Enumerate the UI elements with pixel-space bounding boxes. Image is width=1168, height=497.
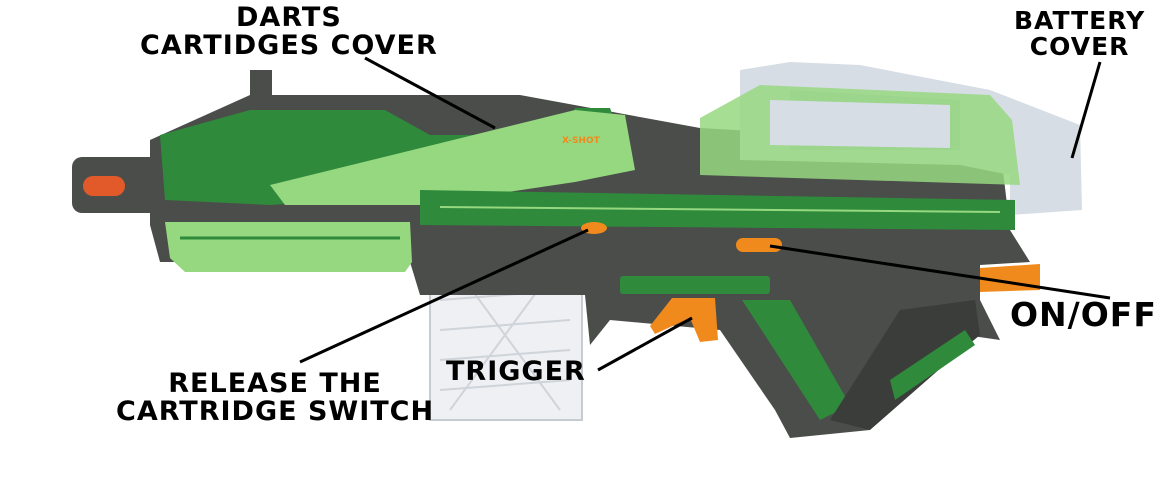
darts-cartridges-cover: X-SHOT [160,108,635,205]
leader-on-off [769,244,1111,300]
leader-lines [299,56,1111,372]
rail-detail [439,206,1001,213]
release-label-line2: CARTRIDGE SWITCH [116,396,435,428]
battery-label-line1: BATTERY [1014,6,1146,35]
release-switch-label: RELEASE THE CARTRIDGE SWITCH [116,368,435,428]
battery-label-line2: COVER [1029,32,1130,62]
svg-text:X-SHOT: X-SHOT [562,136,601,146]
battery-cover [700,62,1082,215]
on-off-switch [736,238,782,252]
release-label-line1: RELEASE THE [168,368,382,399]
darts-label-line1: DARTS [236,2,342,33]
trigger [650,298,718,342]
forward-grip [165,222,412,272]
on-off-label: ON/OFF [1010,295,1157,334]
trigger-label: TRIGGER [446,356,586,387]
darts-label-line2: CARTIDGES COVER [140,30,438,62]
leader-battery-cover [1070,61,1102,159]
trigger-label-text: TRIGGER [446,356,586,387]
darts-cartridges-cover-label: DARTS CARTIDGES COVER [140,2,438,62]
battery-cover-label: BATTERY COVER [1014,6,1146,62]
muzzle [72,157,167,213]
trigger-guard-bar [620,276,770,294]
leader-darts-cover [364,56,496,130]
leader-release-switch [299,228,589,364]
on-off-label-text: ON/OFF [1010,295,1157,334]
leader-trigger [597,316,693,372]
